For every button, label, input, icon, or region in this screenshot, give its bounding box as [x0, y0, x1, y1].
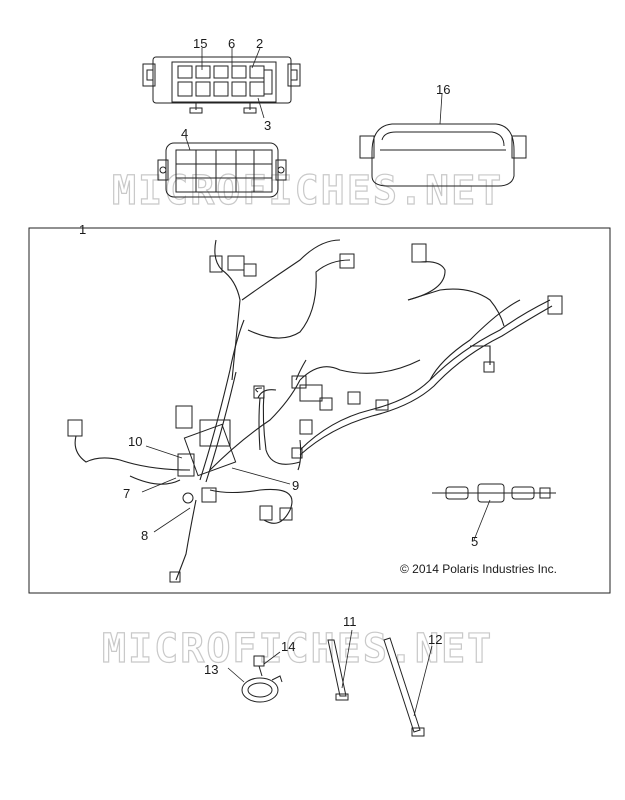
callout-15: 15	[193, 36, 207, 51]
cable-tie-long	[383, 637, 425, 737]
clamp-part	[241, 675, 283, 703]
main-wire-harness	[67, 239, 563, 583]
watermark-top: MICROFICHES.NET	[112, 168, 503, 214]
callout-12: 12	[428, 632, 442, 647]
callout-5: 5	[471, 534, 478, 549]
copyright-notice: © 2014 Polaris Industries Inc.	[400, 562, 557, 576]
callout-14: 14	[281, 639, 295, 654]
callout-labels: 15 6 2 3 4 16 1 10 7 8 9 5 11 12 14 13	[79, 36, 478, 677]
callout-10: 10	[128, 434, 142, 449]
callout-8: 8	[141, 528, 148, 543]
callout-13: 13	[204, 662, 218, 677]
harness-frame	[28, 227, 611, 594]
fuse-box-housing	[142, 56, 301, 114]
fuse-box-cover	[157, 142, 287, 198]
cable-tie-short	[327, 639, 349, 701]
cover-part	[359, 123, 527, 187]
callout-16: 16	[436, 82, 450, 97]
callout-4: 4	[181, 126, 188, 141]
callout-9: 9	[292, 478, 299, 493]
callout-3: 3	[264, 118, 271, 133]
callout-7: 7	[123, 486, 130, 501]
leader-lines	[141, 47, 491, 717]
inline-fuse-holder	[432, 483, 556, 503]
callout-6: 6	[228, 36, 235, 51]
callout-2: 2	[256, 36, 263, 51]
watermark-bottom: MICROFICHES.NET	[102, 626, 493, 672]
bolt-part	[253, 655, 265, 677]
callout-11: 11	[343, 614, 357, 629]
callout-1: 1	[79, 222, 86, 237]
